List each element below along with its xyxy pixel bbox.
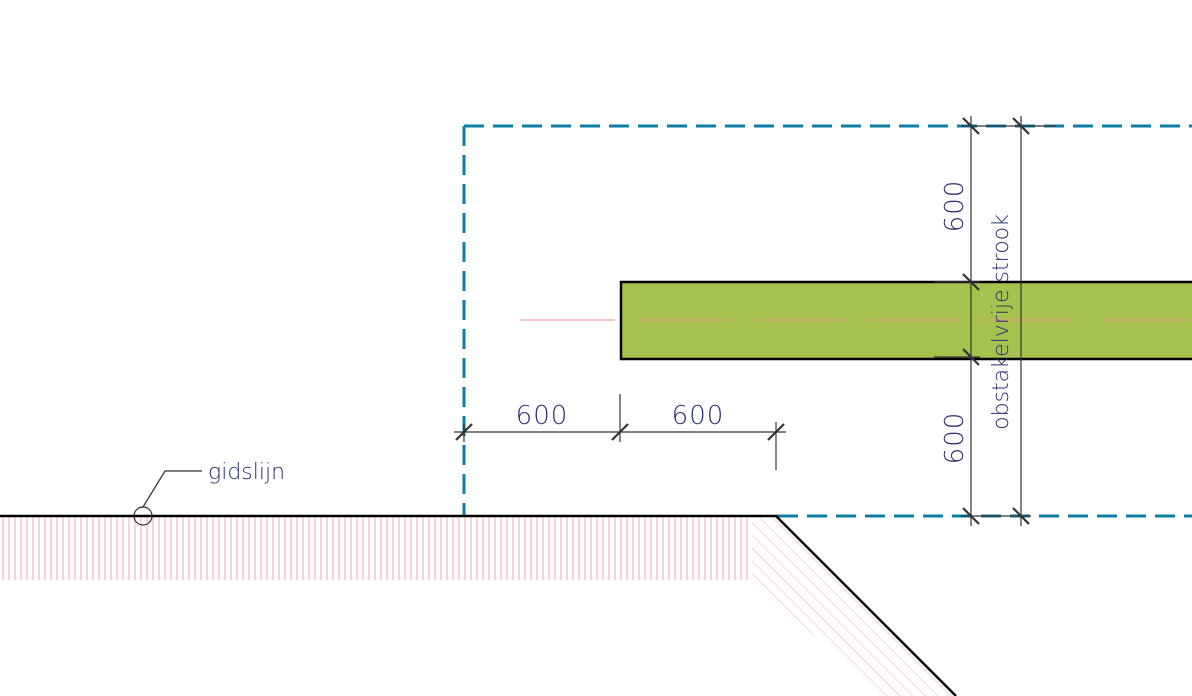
slope-line: [775, 515, 957, 696]
dimension-label-bottom: 600: [940, 412, 970, 465]
dimension-label-top: 600: [940, 180, 970, 233]
clear-strip-label: obstakelvrije strook: [989, 214, 1014, 430]
vertical-dimension: [934, 116, 1056, 526]
slope-hatch: [752, 517, 956, 696]
dimension-label-left: 600: [516, 401, 569, 431]
ground-hatch: [0, 517, 752, 580]
dimension-label-right: 600: [672, 401, 725, 431]
horizontal-dimension: [454, 394, 786, 470]
guide-line-label: gidslijn: [208, 460, 285, 485]
guide-line-leader: [142, 470, 202, 508]
